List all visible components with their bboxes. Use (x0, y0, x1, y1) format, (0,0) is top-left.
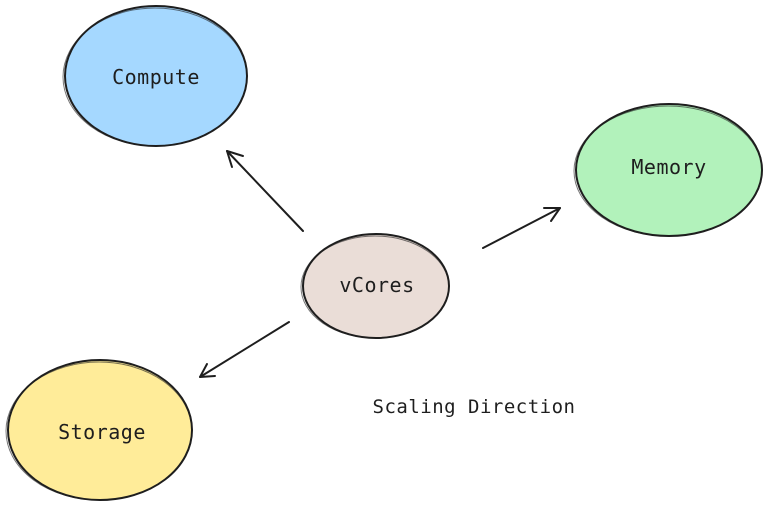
node-storage-sketch-stroke (5, 361, 193, 501)
node-compute-sketch-stroke (62, 7, 248, 147)
arrow-vcores-to-memory-line (482, 207, 561, 249)
node-compute[interactable]: Compute (62, 5, 248, 147)
node-vcores-label: vCores (339, 273, 414, 297)
arrow-vcores-to-storage-head (199, 363, 216, 378)
arrow-vcores-to-memory[interactable] (482, 207, 561, 249)
node-memory[interactable]: Memory (573, 103, 763, 237)
node-vcores-sketch-stroke (300, 235, 450, 339)
node-compute-label: Compute (112, 65, 200, 89)
node-storage-label: Storage (58, 420, 146, 444)
arrow-vcores-to-compute-head (226, 150, 244, 168)
node-vcores[interactable]: vCores (300, 233, 450, 339)
arrow-vcores-to-compute-line (226, 150, 304, 232)
arrow-vcores-to-memory-head (543, 207, 561, 222)
arrow-vcores-to-compute[interactable] (226, 150, 304, 232)
scaling-direction-annotation: Scaling Direction (373, 396, 576, 418)
arrow-vcores-to-storage-line (199, 321, 290, 378)
node-memory-sketch-stroke (573, 105, 763, 237)
arrow-vcores-to-storage[interactable] (199, 321, 290, 378)
node-memory-label: Memory (631, 155, 706, 179)
node-storage[interactable]: Storage (5, 359, 193, 501)
